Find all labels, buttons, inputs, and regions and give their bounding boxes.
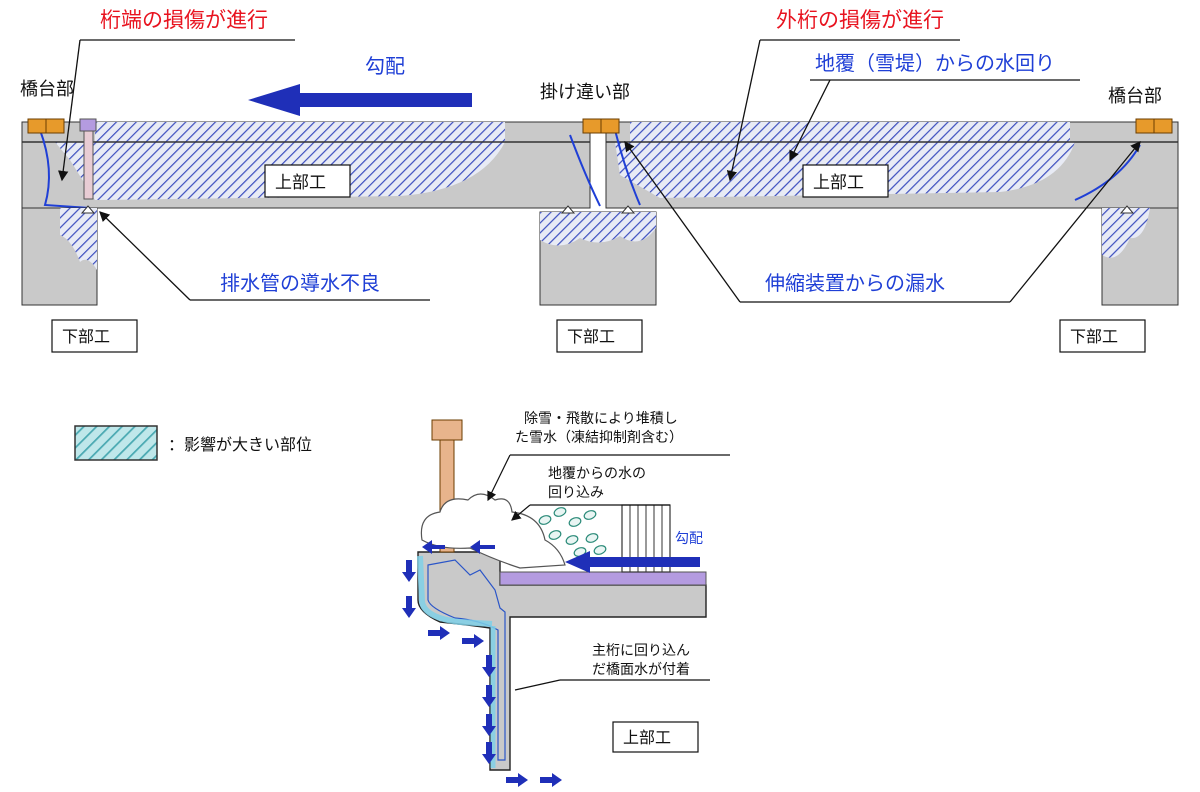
detail-super-box [612, 721, 699, 753]
membrane [499, 571, 707, 586]
substructure-left [21, 207, 98, 306]
label-boxes [51, 164, 1146, 353]
slope-arrow [248, 84, 472, 116]
callout-drain-pipe: 排水管の導水不良 [220, 271, 380, 295]
superstructure-right [605, 121, 1179, 209]
sub-left-label: 下部工 [62, 327, 110, 346]
support-triangles [80, 205, 1135, 214]
detail-snow-line2: た雪水（凍結抑制剤含む） [515, 430, 683, 446]
droplets [538, 507, 607, 557]
legend-swatch [74, 425, 158, 461]
joint-label: 掛け違い部 [540, 82, 630, 103]
callout-expansion-leak: 伸縮装置からの漏水 [765, 271, 945, 295]
sub-right-label: 下部工 [1070, 327, 1118, 346]
callout-outer-girder-damage: 外桁の損傷が進行 [776, 8, 944, 32]
callout-lines [58, 39, 1141, 303]
flow-arrows [402, 540, 700, 787]
drain-pipe [79, 118, 97, 200]
super-left-label: 上部工 [275, 173, 326, 193]
legend-text: ：影響が大きい部位 [168, 435, 312, 454]
callout-cover-water: 地覆（雪堤）からの水回り [815, 51, 1055, 75]
detail-callout-lines [487, 454, 730, 691]
detail-cover-line2: 回り込み [548, 485, 604, 501]
slope-label: 勾配 [365, 54, 405, 78]
substructure-right [1101, 207, 1179, 306]
super-right-label: 上部工 [813, 173, 864, 193]
callout-girder-end-damage: 桁端の損傷が進行 [100, 8, 268, 32]
substructure-center [539, 211, 657, 306]
bearing-left [27, 118, 65, 134]
bearing-joint [582, 118, 620, 134]
detail-slope-label: 勾配 [675, 531, 703, 547]
detail-cover-line1: 地覆からの水の [548, 466, 646, 482]
abutment-right-label: 橋台部 [1108, 86, 1162, 107]
detail-snow-line1: 除雪・飛散により堆積し [524, 411, 678, 427]
abutment-left-label: 橋台部 [20, 79, 74, 100]
detail-super-label: 上部工 [623, 728, 671, 747]
detail-girder-line2: だ橋面水が付着 [592, 662, 690, 678]
detail-girder-line1: 主桁に回り込ん [592, 643, 690, 659]
bearing-right [1135, 118, 1173, 134]
sub-center-label: 下部工 [567, 327, 615, 346]
